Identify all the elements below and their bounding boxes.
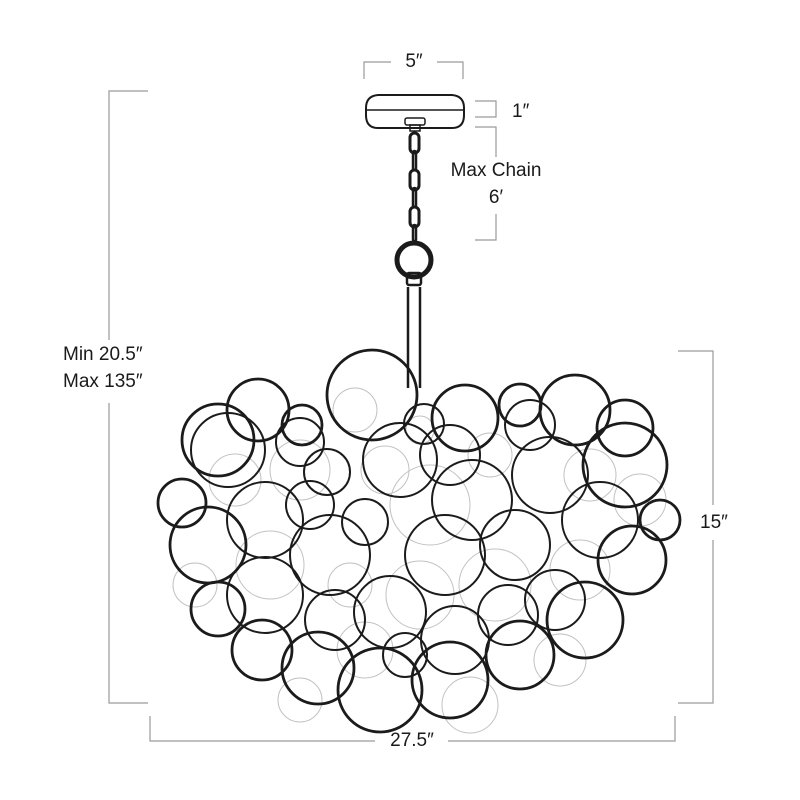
glass-bubble [524,569,586,631]
glass-bubble-outer [581,421,669,509]
glass-bubble [303,448,351,496]
chain [394,131,434,287]
glass-bubble-back [332,387,378,433]
glass-bubble-outer [545,580,625,660]
glass-bubble [419,424,481,486]
glass-bubble-outer [638,498,682,542]
glass-bubble [289,514,371,596]
fixture-width-label: 27.5″ [390,730,434,751]
glass-bubble-back [208,453,262,507]
glass-bubble [403,403,445,445]
glass-bubble [226,481,304,559]
max-chain-label-group: Max Chain 6′ [438,157,554,211]
fixture-height-label: 15″ [700,512,728,533]
glass-bubble [362,422,438,498]
glass-bubble-back [563,448,617,502]
glass-bubble-back [467,432,513,478]
overall-height-guide [108,90,148,704]
fixture-width-guide [149,716,676,742]
glass-bubble-outer [230,618,294,682]
glass-bubble-back [327,562,373,608]
glass-bubble-back [269,439,331,501]
glass-bubble-back [277,677,323,723]
chain-length-guide [475,126,497,241]
glass-bubble-back [441,676,499,734]
glass-bubble-back [360,445,410,495]
glass-bubble [404,514,486,596]
glass-bubble [382,632,428,678]
glass-bubble-outer [595,398,655,458]
canopy-height-label: 1″ [512,101,530,122]
bubble-cluster [156,348,682,734]
glass-bubble-outer [410,640,490,720]
max-chain-label: Max Chain [450,160,542,181]
glass-bubble-back [533,633,587,687]
glass-bubble-outer [336,646,424,734]
glass-bubble-outer [280,403,324,447]
canopy-width-guide [363,61,464,79]
glass-bubble-outer [596,524,668,596]
fixture-height-guide [678,350,714,704]
glass-bubble-outer [280,630,356,706]
glass-bubble [304,589,366,651]
down-rod [406,287,422,388]
glass-bubble-back [389,464,471,546]
glass-bubble-outer [497,382,543,428]
canopy [365,94,465,132]
glass-bubble-outer [484,619,556,691]
glass-bubble [479,509,551,581]
overall-height-max: Max 135″ [63,371,143,392]
overall-height-label-group: Min 20.5″ Max 135″ [63,341,143,395]
glass-bubble [275,417,325,467]
glass-bubble-outer [538,373,612,447]
glass-bubble [431,459,513,541]
glass-bubble [504,399,556,451]
glass-bubble [511,436,589,514]
dimension-guides [108,61,714,742]
glass-bubble [341,498,389,546]
glass-bubble-outer [156,477,208,529]
glass-bubble [285,480,335,530]
glass-bubble-outer [168,505,248,585]
canopy-height-guide [475,100,497,118]
canopy-width-label: 5″ [405,51,423,72]
glass-bubble-outer [189,580,247,638]
overall-height-min: Min 20.5″ [63,344,143,365]
glass-bubble-back [172,562,218,608]
glass-bubble [561,481,639,559]
glass-bubble-outer [430,383,500,453]
max-chain-value: 6′ [488,187,504,208]
glass-bubble-back [458,548,532,622]
glass-bubble [477,584,539,646]
glass-bubble-outer [325,348,419,442]
glass-bubble-back [235,530,305,600]
